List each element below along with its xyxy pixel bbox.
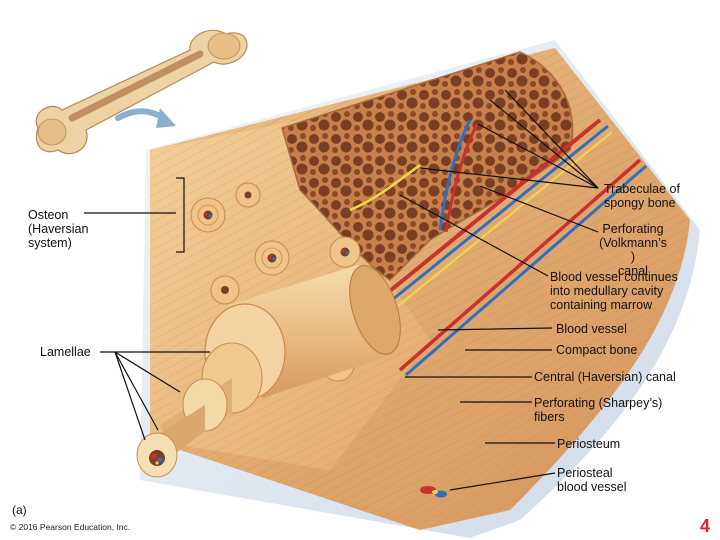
label-blood-vessel-continues: Blood vessel continues into medullary ca… [550,270,678,312]
label-periosteum: Periosteum [557,437,621,451]
label-perforating-volkmann: Perforating (Volkmann’s ) canal [599,222,667,278]
arrowhead-icon [156,108,176,128]
label-central-canal: Central (Haversian) canal [534,370,676,384]
leader-lines [84,89,599,491]
spongy-bone [282,52,573,280]
copyright-text: © 2016 Pearson Education, Inc. [10,522,131,532]
periosteal-vessel [420,486,447,498]
osteon-lamellae-cylinder [136,265,401,478]
label-blood-vessel: Blood vessel [556,322,627,336]
zoom-arrow-icon [115,108,167,121]
label-osteon: Osteon (Haversian system) [28,208,89,250]
label-periosteal-blood-vessel: Periosteal blood vessel [557,466,627,494]
figure-caption: (a) [12,503,27,517]
long-bone-icon [35,29,248,155]
label-lamellae: Lamellae [40,345,91,359]
label-compact-bone: Compact bone [556,343,638,357]
longitudinal-vessels [349,118,647,377]
label-trabeculae: Trabeculae of spongy bone [604,182,680,210]
page-number: 4 [700,516,711,536]
label-perforating-sharpey: Perforating (Sharpey’s) fibers [534,396,663,424]
